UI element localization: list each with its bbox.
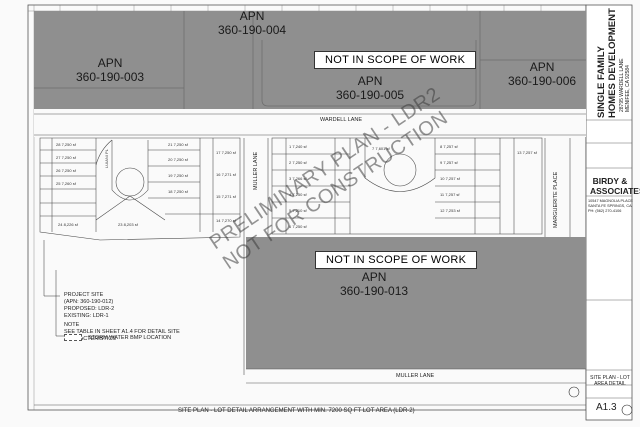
wardell-lane-road <box>34 109 586 137</box>
sheet-caption: SITE PLAN - LOT DETAIL ARRANGEMENT WITH … <box>178 408 415 414</box>
muller-lane-edges <box>246 368 586 384</box>
subdivision-lots <box>39 137 571 375</box>
apn-label-013: APN 360-190-013 <box>340 270 409 298</box>
apn-label-005: APN 360-190-005 <box>336 74 405 102</box>
sheet-marker-icon <box>621 404 633 416</box>
lot-25: 25 7,260 sf <box>56 181 76 186</box>
lot-1: 1 7,240 sf <box>289 144 307 149</box>
title-block-frame <box>585 4 633 421</box>
lot-8: 8 7,257 sf <box>440 144 458 149</box>
lot-5: 5 7,210 sf <box>289 208 307 213</box>
lot-20: 20 7,250 sf <box>168 157 188 162</box>
project-site-note: PROJECT SITE (APN: 360-190-012) PROPOSED… <box>64 292 115 319</box>
project-address: 28795 WARDELL LANE MENIFEE, CA 92584 <box>619 58 631 112</box>
lot-17: 17 7,250 sf <box>216 150 236 155</box>
bmp-legend: STORM WATER BMP LOCATION <box>64 334 171 341</box>
lot-14: 14 7,270 sf <box>216 218 236 223</box>
lot-26: 26 7,250 sf <box>56 168 76 173</box>
apn-label-004: APN 360-190-004 <box>218 9 287 37</box>
lot-6: 6 7,250 sf <box>289 224 307 229</box>
wardell-lane-edges <box>34 113 586 136</box>
lot-2: 2 7,250 sf <box>289 160 307 165</box>
lot-18: 18 7,250 sf <box>168 189 188 194</box>
lot-10: 10 7,257 sf <box>440 176 460 181</box>
lot-3: 3 7,266 sf <box>289 176 307 181</box>
lot-16: 16 7,271 sf <box>216 172 236 177</box>
parcel-lines-top <box>34 11 586 109</box>
lot-13: 13 7,257 sf <box>517 150 537 155</box>
apn-label-006: APN 360-190-006 <box>508 60 577 88</box>
general-note: NOTE SEE TABLE IN SHEET A1.4 FOR DETAIL … <box>64 322 180 342</box>
lot-27: 27 7,250 sf <box>56 155 76 160</box>
street-label-muller-vertical: MULLER LANE <box>253 151 259 190</box>
street-label-luiani: LUIANI PL <box>104 149 109 168</box>
street-label-wardell: WARDELL LANE <box>320 117 363 123</box>
north-arrow-icon <box>568 386 580 398</box>
lot-7: 7 7,601 sf <box>372 146 390 151</box>
lot-11: 11 7,257 sf <box>440 192 460 197</box>
bmp-legend-swatch <box>64 334 82 341</box>
lot-21: 21 7,250 sf <box>168 142 188 147</box>
street-label-muller: MULLER LANE <box>396 373 435 379</box>
project-title: SINGLE FAMILY HOMES DEVELOPMENT <box>596 8 618 118</box>
not-in-scope-box-bottom: NOT IN SCOPE OF WORK <box>315 251 478 269</box>
sheet-title: SITE PLAN - LOT AREA DETAIL <box>590 375 630 387</box>
apn-label-003: APN 360-190-003 <box>76 56 145 84</box>
lot-15: 15 7,271 sf <box>216 194 236 199</box>
lot-28: 28 7,250 sf <box>56 142 76 147</box>
title-block-dividers <box>586 119 632 399</box>
street-label-marguerite: MARGUERITE PLACE <box>553 171 559 228</box>
lot-9: 9 7,257 sf <box>440 160 458 165</box>
lot-24: 24 8,226 sf <box>58 222 78 227</box>
firm-name: BIRDY & ASSOCIATES <box>590 176 640 196</box>
not-in-scope-box-top: NOT IN SCOPE OF WORK <box>314 51 477 69</box>
lot-12: 12 7,253 sf <box>440 208 460 213</box>
lot-4: 4 7,250 sf <box>289 192 307 197</box>
lot-23: 23 8,203 sf <box>118 222 138 227</box>
lot-19: 19 7,250 sf <box>168 173 188 178</box>
firm-address: 10547 MAGNOLIA PLACE SANTA FE SPRINGS, C… <box>588 199 633 213</box>
sheet-number: A1.3 <box>596 402 617 413</box>
